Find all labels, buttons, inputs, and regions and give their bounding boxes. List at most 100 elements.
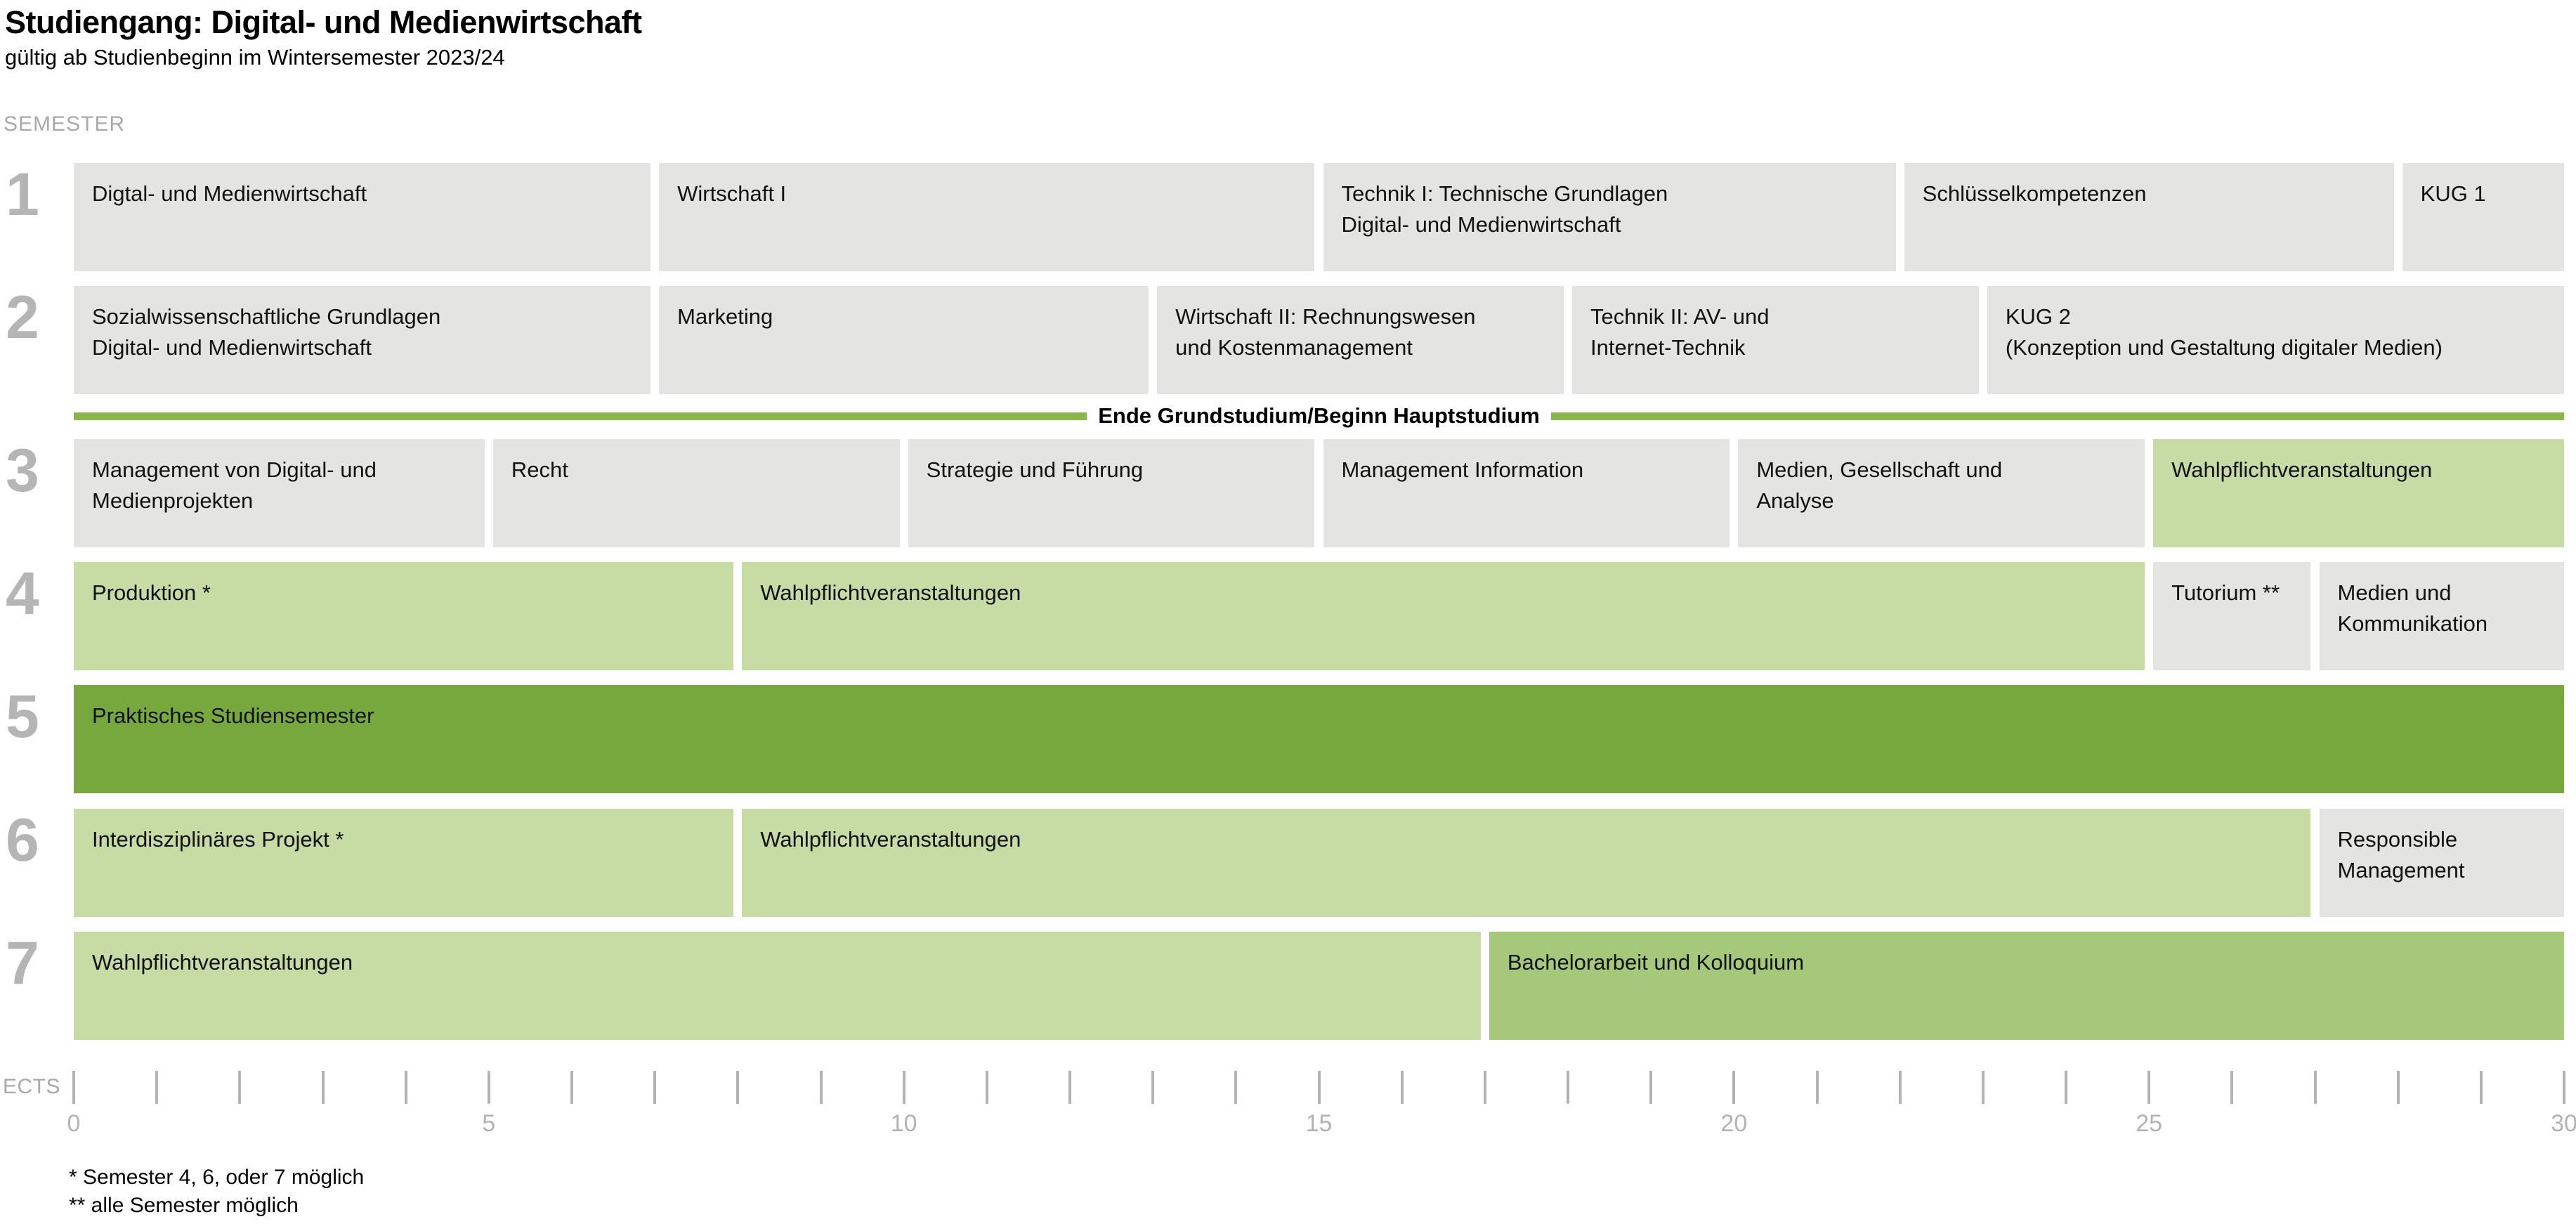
- ects-axis-label: ECTS: [3, 1075, 61, 1098]
- module-label: Strategie und Führung: [926, 457, 1144, 482]
- module-label: KUG 2 (Konzeption und Gestaltung digital…: [2005, 304, 2443, 360]
- semester-number: 6: [6, 807, 39, 874]
- semester-number: 1: [6, 161, 39, 228]
- module-block: Wirtschaft I: [659, 163, 1315, 271]
- module-label: Technik II: AV- und Internet-Technik: [1590, 304, 1770, 360]
- semester-number: 5: [6, 683, 39, 750]
- ects-tick: [2313, 1071, 2317, 1104]
- ects-tick: [321, 1071, 325, 1104]
- ects-tick: [736, 1071, 740, 1104]
- module-block: Responsible Management: [2319, 809, 2564, 917]
- footnote-1: * Semester 4, 6, oder 7 möglich: [69, 1166, 365, 1189]
- module-block: Marketing: [659, 286, 1149, 394]
- semester-number: 3: [6, 437, 39, 504]
- module-label: Responsible Management: [2337, 827, 2465, 883]
- grundstudium-divider: Ende Grundstudium/Beginn Hauptstudium: [74, 400, 2564, 432]
- ects-tick: [570, 1071, 573, 1104]
- semester-axis-label: SEMESTER: [4, 112, 126, 136]
- ects-tick: [2396, 1071, 2400, 1104]
- semester-number: 7: [6, 930, 39, 997]
- module-block: Sozialwissenschaftliche Grundlagen Digit…: [74, 286, 651, 394]
- divider-label: Ende Grundstudium/Beginn Hauptstudium: [1098, 403, 1540, 428]
- ects-tick: [1151, 1071, 1155, 1104]
- ects-tick: [1649, 1071, 1653, 1104]
- ects-tick: [819, 1071, 823, 1104]
- ects-tick-label: 20: [1720, 1110, 1748, 1137]
- module-label: Wahlpflichtveranstaltungen: [2171, 457, 2433, 482]
- module-label: Technik I: Technische Grundlagen Digital…: [1341, 181, 1668, 237]
- module-block: Medien und Kommunikation: [2319, 562, 2564, 670]
- module-label: Medien, Gesellschaft und Analyse: [1756, 457, 2003, 514]
- ects-tick-label: 10: [890, 1110, 917, 1137]
- page-title: Studiengang: Digital- und Medienwirtscha…: [5, 4, 642, 40]
- ects-tick: [1898, 1071, 1902, 1104]
- module-block: Medien, Gesellschaft und Analyse: [1738, 439, 2145, 547]
- ects-tick: [1317, 1071, 1321, 1104]
- module-label: Wirtschaft I: [677, 181, 787, 206]
- ects-tick: [155, 1071, 159, 1104]
- ects-tick: [1815, 1071, 1819, 1104]
- ects-tick: [2479, 1071, 2483, 1104]
- divider-line-left: [74, 412, 1087, 420]
- module-label: Wahlpflichtveranstaltungen: [760, 827, 1021, 852]
- ects-tick: [2065, 1071, 2067, 1104]
- footnotes: * Semester 4, 6, oder 7 möglich ** alle …: [69, 1164, 364, 1220]
- module-block: Wahlpflichtveranstaltungen: [74, 932, 1481, 1040]
- module-label: Tutorium **: [2171, 580, 2280, 605]
- ects-tick: [1567, 1071, 1569, 1104]
- module-block: Schlüsselkompetenzen: [1904, 163, 2394, 271]
- module-label: Wahlpflichtveranstaltungen: [92, 950, 353, 975]
- ects-tick: [1483, 1071, 1486, 1104]
- module-block: Technik II: AV- und Internet-Technik: [1572, 286, 1979, 394]
- ects-tick: [653, 1071, 657, 1104]
- ects-tick-label: 30: [2551, 1110, 2576, 1137]
- ects-tick: [1068, 1071, 1071, 1104]
- ects-tick: [1732, 1071, 1736, 1104]
- module-block: KUG 1: [2402, 163, 2564, 271]
- module-block: Wahlpflichtveranstaltungen: [742, 809, 2311, 917]
- module-block: Wahlpflichtveranstaltungen: [742, 562, 2145, 670]
- page-subtitle: gültig ab Studienbeginn im Wintersemeste…: [5, 45, 505, 70]
- module-label: Produktion *: [92, 580, 211, 605]
- ects-tick-label: 5: [482, 1110, 496, 1137]
- module-label: Bachelorarbeit und Kolloquium: [1507, 950, 1805, 975]
- module-label: Digtal- und Medienwirtschaft: [92, 181, 367, 206]
- ects-tick: [2147, 1071, 2151, 1104]
- module-block: Strategie und Führung: [908, 439, 1315, 547]
- ects-tick: [1400, 1071, 1404, 1104]
- module-label: Medien und Kommunikation: [2337, 580, 2488, 637]
- module-label: Management Information: [1341, 457, 1584, 482]
- module-label: Wahlpflichtveranstaltungen: [760, 580, 1021, 605]
- ects-tick: [72, 1071, 75, 1104]
- module-block: Bachelorarbeit und Kolloquium: [1489, 932, 2564, 1040]
- ects-tick: [238, 1071, 242, 1104]
- semester-number: 4: [6, 560, 39, 627]
- ects-tick: [404, 1071, 407, 1104]
- ects-tick: [985, 1071, 988, 1104]
- semester-number: 2: [6, 284, 39, 351]
- ects-tick: [2230, 1071, 2234, 1104]
- footnote-2: ** alle Semester möglich: [69, 1194, 299, 1217]
- module-block: Management von Digital- und Medienprojek…: [74, 439, 485, 547]
- module-label: Management von Digital- und Medienprojek…: [92, 457, 377, 514]
- module-block: Praktisches Studiensemester: [74, 685, 2564, 793]
- module-label: KUG 1: [2420, 181, 2486, 206]
- module-block: Management Information: [1323, 439, 1730, 547]
- ects-tick-label: 0: [67, 1110, 81, 1137]
- ects-tick-label: 25: [2136, 1110, 2163, 1137]
- module-label: Schlüsselkompetenzen: [1922, 181, 2147, 206]
- module-label: Recht: [511, 457, 568, 482]
- module-block: Tutorium **: [2153, 562, 2311, 670]
- module-label: Praktisches Studiensemester: [92, 703, 374, 728]
- ects-tick: [487, 1071, 490, 1104]
- module-block: Wahlpflichtveranstaltungen: [2153, 439, 2564, 547]
- ects-tick: [902, 1071, 905, 1104]
- module-block: Recht: [492, 439, 900, 547]
- ects-tick: [1234, 1071, 1238, 1104]
- module-block: Digtal- und Medienwirtschaft: [74, 163, 651, 271]
- ects-tick-label: 15: [1305, 1110, 1333, 1137]
- module-block: Technik I: Technische Grundlagen Digital…: [1323, 163, 1896, 271]
- module-label: Marketing: [677, 304, 773, 329]
- module-label: Wirtschaft II: Rechnungswesen und Kosten…: [1175, 304, 1476, 360]
